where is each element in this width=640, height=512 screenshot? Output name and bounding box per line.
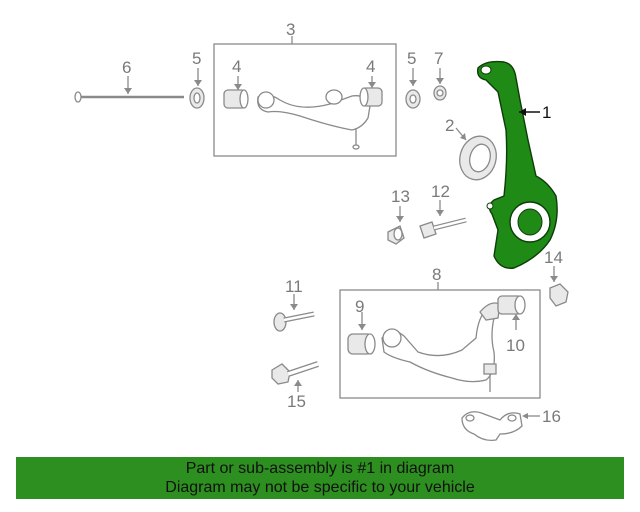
callout-5-left[interactable]: 5 [192,49,201,68]
part-4-bushing-left[interactable]: 4 [223,57,249,109]
info-banner: Part or sub-assembly is #1 in diagram Di… [16,457,624,499]
callout-4-right[interactable]: 4 [366,57,375,76]
part-1-steering-knuckle[interactable]: 1 [476,60,558,269]
banner-line-2: Diagram may not be specific to your vehi… [165,479,475,496]
part-5-washer-left[interactable]: 5 [189,49,205,109]
callout-4-left[interactable]: 4 [232,57,241,76]
lower-control-arm[interactable] [381,302,501,392]
part-6-bolt[interactable]: 6 [74,58,184,103]
callout-7[interactable]: 7 [434,49,443,68]
upper-control-arm[interactable] [257,89,371,150]
part-9-bushing[interactable]: 9 [347,297,376,355]
callout-12[interactable]: 12 [431,182,450,201]
part-2-bearing[interactable]: 2 [445,116,501,184]
callout-11[interactable]: 11 [285,277,303,296]
callout-15[interactable]: 15 [287,392,306,411]
callout-6[interactable]: 6 [122,58,131,77]
callout-2[interactable]: 2 [445,116,454,135]
part-7-nut[interactable]: 7 [433,49,447,101]
callout-8[interactable]: 8 [432,265,441,284]
callout-14[interactable]: 14 [544,248,563,267]
callout-5-right[interactable]: 5 [407,49,416,68]
part-16-bracket[interactable]: 16 [461,407,561,442]
upper-arm-group-box [213,43,397,157]
part-10-bushing[interactable]: 10 [497,295,526,355]
callout-3[interactable]: 3 [286,20,295,39]
callout-9[interactable]: 9 [355,297,364,316]
part-11-bolt[interactable]: 11 [273,277,315,332]
part-13-nut[interactable]: 13 [387,187,410,245]
callout-1[interactable]: 1 [542,103,551,122]
leader-arrowheads [124,78,558,386]
banner-line-1: Part or sub-assembly is #1 in diagram [185,460,455,477]
part-12-bolt[interactable]: 12 [419,182,467,239]
part-15-bolt[interactable]: 15 [271,361,319,411]
part-4-bushing-right[interactable]: 4 [359,57,383,107]
part-5-washer-right[interactable]: 5 [405,49,421,109]
callout-10[interactable]: 10 [506,336,525,355]
lower-arm-group-box [339,289,541,399]
callout-16[interactable]: 16 [542,407,561,426]
part-14-nut[interactable]: 14 [544,248,569,307]
callout-13[interactable]: 13 [391,187,410,206]
parts-diagram: 3 6 5 4 4 5 [74,20,569,442]
